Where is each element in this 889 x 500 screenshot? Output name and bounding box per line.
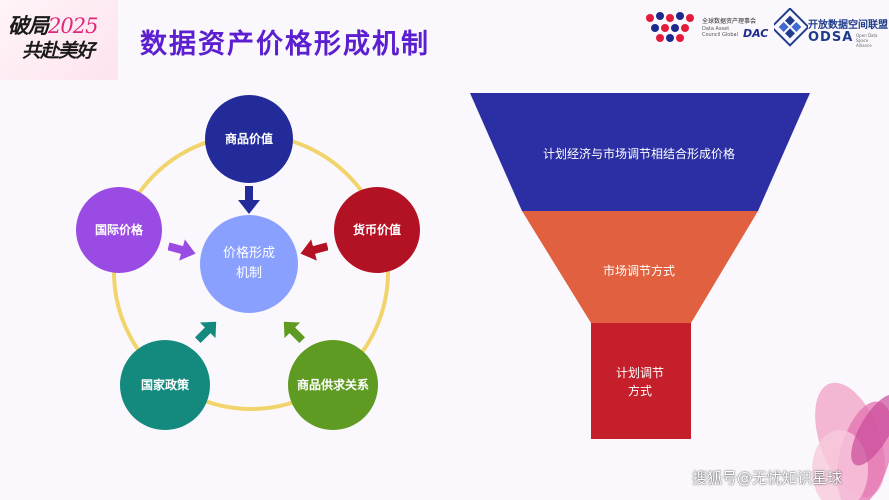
funnel-label-bottom: 计划调节方式	[615, 366, 665, 398]
funnel-layer-top	[470, 93, 810, 211]
odsa-tagline: Open Data Space Alliance	[856, 33, 878, 48]
funnel-layer-bottom	[591, 323, 691, 439]
arrow-up-right-icon	[194, 321, 217, 344]
arrow-up-left-icon	[283, 321, 306, 344]
odsa-logo: 开放数据空间联盟 ODSA Open Data Space Alliance	[770, 7, 888, 48]
slogan-line2: 共赴美好	[22, 40, 95, 62]
slogan-line1: 破局2025	[8, 14, 98, 38]
funnel-layer-middle	[522, 211, 758, 323]
node-center-mechanism: 价格形成机制	[200, 215, 298, 313]
funnel-diagram	[470, 93, 810, 439]
arrow-down-icon	[238, 186, 260, 214]
odsa-diamond-icon	[770, 7, 810, 47]
odsa-name-cn: 开放数据空间联盟	[808, 20, 888, 31]
funnel-label-top: 计划经济与市场调节相结合形成价格	[542, 147, 736, 161]
watermark-text: 搜狐号@无忧知识星球	[692, 469, 843, 487]
event-slogan-logo: 破局2025 共赴美好	[0, 0, 118, 80]
dac-dots-icon	[646, 12, 694, 42]
dac-name-cn: 全球数据资产理事会	[702, 18, 757, 25]
arrow-right-icon	[168, 239, 196, 261]
odsa-abbr: ODSA	[808, 30, 854, 45]
arrow-left-icon	[300, 239, 328, 261]
node-supply-demand: 商品供求关系	[288, 340, 378, 430]
dac-abbr: DAC	[743, 27, 769, 40]
node-currency-value: 货币价值	[334, 187, 420, 273]
node-goods-value: 商品价值	[205, 95, 293, 183]
decorative-flower	[812, 382, 889, 500]
node-national-policy: 国家政策	[120, 340, 210, 430]
funnel-label-middle: 市场调节方式	[602, 264, 676, 278]
page-title: 数据资产价格形成机制	[140, 29, 430, 60]
node-intl-price: 国际价格	[76, 187, 162, 273]
